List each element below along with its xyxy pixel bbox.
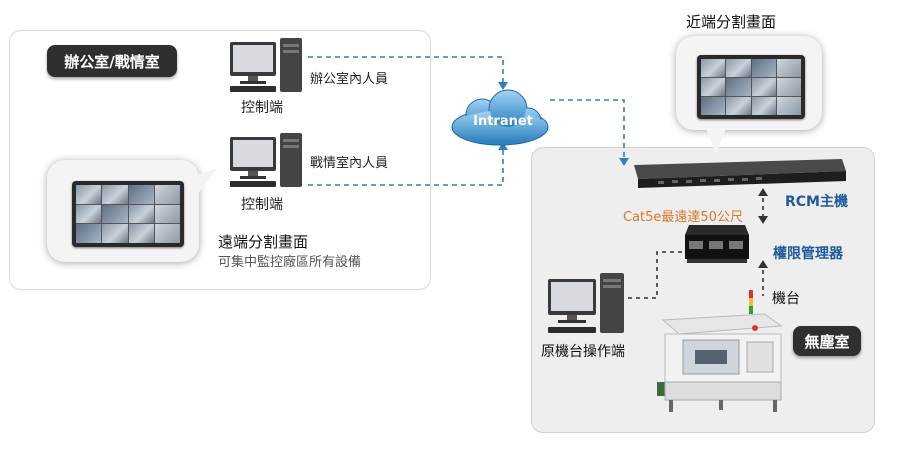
link-station1-to-cloud — [308, 56, 504, 84]
cleanroom-title: 無塵室 — [793, 326, 861, 356]
machine-icon — [655, 290, 785, 416]
rcm-label: RCM主機 — [785, 194, 848, 210]
link-station2-to-cloud — [308, 148, 504, 186]
remote-split-screen — [72, 181, 184, 247]
local-screen-title: 近端分割畫面 — [686, 13, 777, 31]
remote-screen-subtitle: 可集中監控廠區所有設備 — [218, 255, 362, 270]
intranet-cloud-icon — [446, 85, 554, 151]
cable-distance-label: Cat5e最遠達50公尺 — [623, 210, 743, 225]
pc-icon — [230, 133, 306, 189]
station1-user-label: 辦公室內人員 — [310, 72, 389, 87]
arrow-up-auth — [758, 260, 768, 268]
link-cloud-to-rcm — [550, 99, 625, 160]
link-operator-to-auth — [628, 251, 683, 299]
arrow-into-cloud-bottom — [498, 142, 508, 150]
office-panel — [9, 30, 431, 290]
station2-user-label: 戰情室內人員 — [310, 156, 389, 171]
pc-icon — [548, 273, 628, 335]
remote-screen-title: 遠端分割畫面 — [218, 233, 309, 251]
rcm-host-icon — [628, 157, 848, 189]
auth-manager-label: 權限管理器 — [773, 246, 843, 262]
office-title: 辦公室/戰情室 — [47, 45, 177, 77]
arrow-into-rcm — [619, 158, 629, 166]
arrow-down-auth — [758, 216, 768, 224]
operator-label: 原機台操作端 — [541, 344, 625, 360]
intranet-label: Intranet — [473, 114, 533, 129]
pc-icon — [230, 38, 306, 94]
local-split-screen — [697, 55, 805, 119]
auth-manager-icon — [683, 225, 749, 269]
arrow-up-rcm — [758, 188, 768, 196]
station1-caption: 控制端 — [241, 100, 283, 116]
station2-caption: 控制端 — [241, 197, 283, 213]
arrow-into-cloud-top — [498, 82, 508, 90]
machine-label: 機台 — [772, 291, 800, 307]
